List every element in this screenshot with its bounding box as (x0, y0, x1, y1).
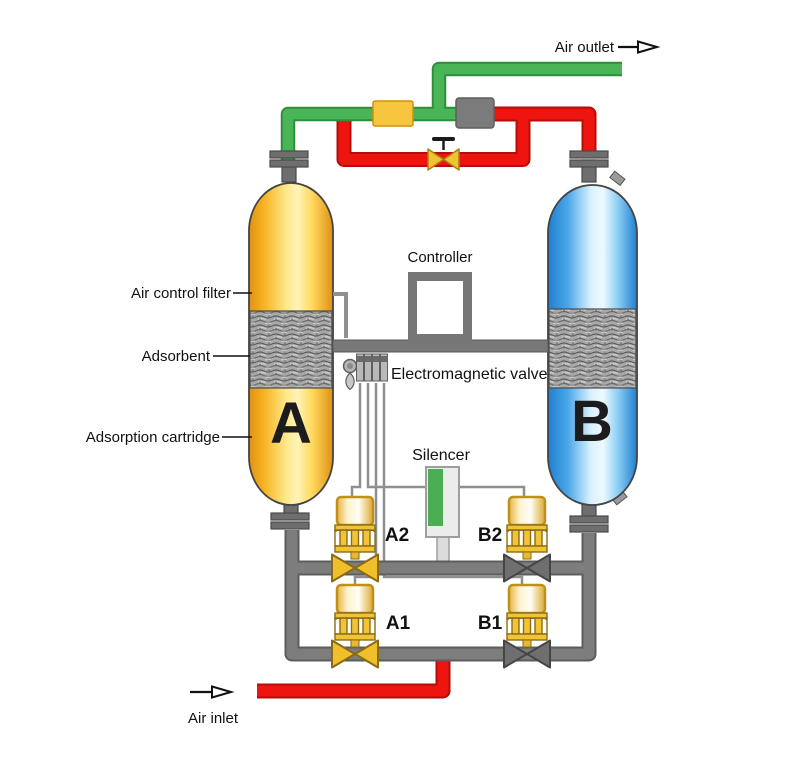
valve-b1-label: B1 (478, 613, 503, 634)
silencer-element (428, 469, 443, 526)
tower-a-adsorbent-bed (249, 310, 333, 389)
adsorbent-label: Adsorbent (142, 348, 211, 365)
valve-a1 (331, 583, 379, 669)
air-inlet-arrow-icon (190, 685, 235, 699)
shuttle-valve-block-gray (455, 97, 495, 129)
tower-b-adsorbent-bed (548, 308, 637, 389)
air-outlet-label: Air outlet (555, 39, 615, 56)
tower-a: A (248, 182, 334, 506)
adsorption-cartridge-label: Adsorption cartridge (86, 429, 220, 446)
silencer-stem (436, 536, 450, 564)
air-outlet-arrow-icon (618, 40, 661, 54)
valve-a2-label: A2 (385, 525, 409, 546)
silencer-label: Silencer (412, 447, 470, 464)
valve-b1 (503, 583, 551, 669)
controller-label: Controller (407, 249, 472, 266)
tower-b: B (547, 170, 638, 506)
tower-b-top-fitting (569, 150, 609, 183)
valve-b2 (503, 495, 551, 583)
electromagnetic-valve-block (356, 353, 388, 382)
air-control-filter-label: Air control filter (131, 285, 231, 302)
check-valve-block-yellow (372, 100, 414, 127)
valve-a1-label: A1 (386, 613, 411, 634)
controller-box (408, 272, 472, 343)
tower-b-letter: B (571, 389, 613, 454)
leader-lines (213, 292, 252, 438)
valve-a2 (331, 495, 379, 583)
tower-b-top-nub (609, 170, 626, 187)
valve-b2-label: B2 (478, 525, 502, 546)
bypass-valve (427, 137, 460, 171)
air-inlet-label: Air inlet (188, 710, 239, 727)
sense-line (333, 292, 348, 338)
electromagnetic-valve-label: Electromagnetic valve (391, 366, 548, 383)
tower-a-letter: A (270, 391, 312, 456)
silencer (425, 466, 460, 564)
tower-a-top-fitting (269, 150, 309, 183)
